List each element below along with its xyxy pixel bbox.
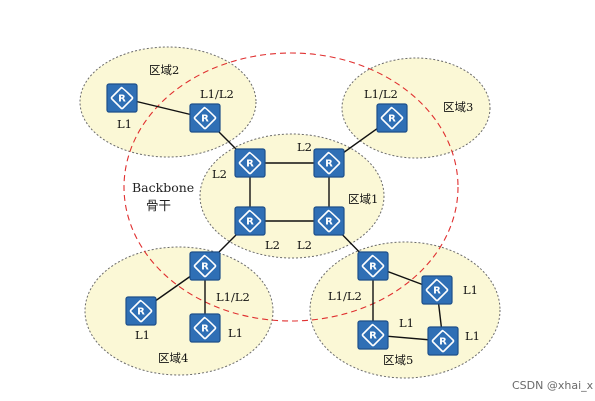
level-label-r4a: L1/L2: [216, 290, 250, 304]
level-label-r1c: L2: [265, 238, 280, 252]
router-ring: [317, 151, 341, 175]
router-body: [376, 103, 408, 133]
router-ring: [380, 106, 404, 130]
router-ring: [193, 254, 217, 278]
router-ring: [110, 86, 134, 110]
level-label-r2a: L1: [117, 117, 132, 131]
level-label-r5c: L1: [399, 316, 414, 330]
router-ring: [317, 209, 341, 233]
router-ring: [238, 151, 262, 175]
router-body: [106, 83, 138, 113]
router-body: [125, 296, 157, 326]
router-letter: R: [246, 217, 254, 228]
router-letter: R: [201, 114, 209, 125]
backbone-label: Backbone: [132, 180, 194, 195]
router-icon: R: [106, 83, 138, 113]
level-label-r1a: L2: [212, 167, 227, 181]
backbone-boundary: [123, 52, 459, 322]
router-letter: R: [388, 114, 396, 125]
router-letter: R: [246, 159, 254, 170]
level-label-r1b: L2: [297, 140, 312, 154]
router-letter: R: [369, 331, 377, 342]
area1-label: 区域1: [348, 192, 378, 206]
routers-layer: R R R R R R R R R R R R R R: [106, 83, 459, 356]
router-ring: [238, 209, 262, 233]
router-icon: R: [189, 313, 221, 343]
level-label-r4b: L1: [135, 328, 150, 342]
watermark: CSDN @xhai_x: [512, 379, 594, 392]
level-label-r5a: L1/L2: [328, 289, 362, 303]
router-icon: R: [234, 206, 266, 236]
router-body: [421, 275, 453, 305]
router-icon: R: [427, 326, 459, 356]
level-label-r3a: L1/L2: [364, 87, 398, 101]
router-body: [357, 251, 389, 281]
router-letter: R: [325, 159, 333, 170]
router-ring: [193, 106, 217, 130]
area5-label: 区域5: [383, 353, 413, 367]
router-icon: R: [313, 206, 345, 236]
router-icon: R: [234, 148, 266, 178]
router-icon: R: [125, 296, 157, 326]
router-body: [189, 103, 221, 133]
router-icon: R: [357, 320, 389, 350]
router-body: [234, 148, 266, 178]
router-letter: R: [433, 286, 441, 297]
backbone-label-cn: 骨干: [146, 198, 171, 213]
area3-region: [341, 57, 491, 159]
router-ring: [129, 299, 153, 323]
router-body: [313, 206, 345, 236]
router-icon: R: [376, 103, 408, 133]
router-ring: [431, 329, 455, 353]
level-label-r1d: L2: [297, 238, 312, 252]
area4-region: [84, 246, 274, 376]
router-letter: R: [325, 217, 333, 228]
router-letter: R: [369, 262, 377, 273]
router-icon: R: [189, 251, 221, 281]
router-icon: R: [357, 251, 389, 281]
router-ring: [193, 316, 217, 340]
router-ring: [361, 323, 385, 347]
router-ring: [425, 278, 449, 302]
router-letter: R: [201, 262, 209, 273]
level-label-r5b: L1: [463, 283, 478, 297]
router-letter: R: [439, 337, 447, 348]
router-body: [189, 251, 221, 281]
router-ring: [361, 254, 385, 278]
router-body: [427, 326, 459, 356]
router-icon: R: [313, 148, 345, 178]
router-body: [357, 320, 389, 350]
level-label-r2b: L1/L2: [200, 87, 234, 101]
router-icon: R: [189, 103, 221, 133]
router-icon: R: [421, 275, 453, 305]
router-letter: R: [137, 307, 145, 318]
router-body: [234, 206, 266, 236]
router-letter: R: [118, 94, 126, 105]
level-label-r4c: L1: [228, 326, 243, 340]
level-label-r5d: L1: [465, 329, 480, 343]
router-letter: R: [201, 324, 209, 335]
area4-label: 区域4: [158, 351, 188, 365]
area3-label: 区域3: [443, 100, 473, 114]
router-body: [189, 313, 221, 343]
area2-label: 区域2: [149, 63, 179, 77]
router-body: [313, 148, 345, 178]
